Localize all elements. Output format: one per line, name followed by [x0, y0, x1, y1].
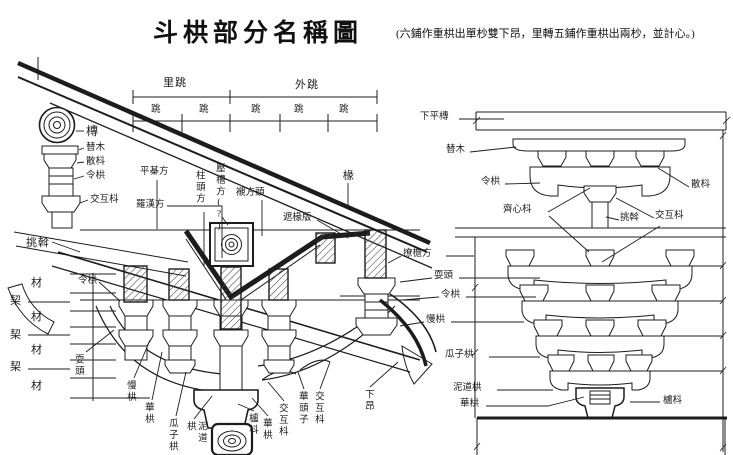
fang-section-square	[209, 222, 254, 267]
label-zhechuanban: 遮椽版	[283, 213, 312, 223]
label-linggong-left-mid: 令栱	[78, 276, 98, 286]
label-timu-left: 替木	[86, 143, 106, 153]
jump-dimension-lines	[132, 90, 378, 132]
leader-lines	[51, 118, 690, 420]
label-mangong-center: 慢栱	[426, 315, 446, 325]
label-liaoyanfang: 撩檐方	[403, 249, 432, 259]
label-jump-3: 跳	[251, 105, 261, 115]
label-tiaowo-right: 挑斡	[620, 213, 640, 223]
label-yacaofang: 壓槽方(?)	[213, 163, 224, 234]
right-dimension-line	[650, 130, 727, 452]
left-section-drawing	[7, 57, 437, 455]
label-chenfangtou: 襯方頭	[236, 188, 265, 198]
label-qixindou: 齊心枓	[503, 205, 532, 215]
label-tiaowo-left: 挑斡	[26, 237, 50, 249]
front-bracket-stack	[505, 249, 695, 419]
label-inner-jump: 里跳	[163, 77, 187, 89]
capital-and-column	[193, 389, 259, 455]
label-purlin: 槫	[86, 124, 100, 138]
label-sandou-right: 散枓	[691, 180, 711, 190]
eave-bracket-column	[355, 277, 437, 367]
label-timu-right: 替木	[446, 145, 466, 155]
middle-band	[455, 227, 726, 418]
label-outer-jump: 外跳	[295, 79, 319, 91]
label-jump-2: 跳	[199, 105, 209, 115]
label-jiaohudou-bottom-2: 交互枓	[312, 391, 323, 426]
label-jiaohudou-right: 交互枓	[655, 211, 684, 221]
label-cai-4: 材	[31, 380, 43, 392]
page-title: 斗栱部分名稱圖	[153, 20, 364, 47]
label-cai-2: 材	[31, 311, 43, 323]
label-ludou-bottom: 櫨枓	[246, 413, 257, 436]
label-qi-2: 栔	[10, 329, 22, 341]
label-chuan: 椽	[343, 170, 355, 182]
bottom-architrave	[473, 416, 727, 455]
label-shuatou-center: 耍頭	[434, 271, 454, 281]
label-jump-4: 跳	[294, 105, 304, 115]
label-jiaohudou-bottom-1: 交互枓	[276, 403, 287, 438]
bracket-tiers	[118, 299, 297, 391]
label-zhutoufang: 柱頭方	[193, 170, 204, 205]
lower-purlin-band	[472, 111, 731, 131]
cai-qi-scale	[28, 273, 150, 401]
label-pingjifang: 平棊方	[140, 167, 169, 177]
label-linggong-right: 令栱	[481, 177, 501, 187]
label-jump-5: 跳	[339, 105, 349, 115]
label-linggong-left-top: 令栱	[86, 171, 106, 181]
label-nidaogong-center: 泥道栱	[453, 383, 482, 393]
hatched-fang-posts	[123, 229, 387, 330]
label-ludou-right: 櫨枓	[663, 396, 683, 406]
label-jump-1: 跳	[151, 105, 161, 115]
label-huatouzi: 華頭子	[296, 391, 307, 426]
label-qi-1: 栔	[10, 295, 22, 307]
label-cai-1: 材	[31, 277, 43, 289]
label-linggong-center: 令栱	[441, 290, 461, 300]
right-elevation-drawing	[455, 111, 731, 455]
label-sandou-left: 散枓	[86, 157, 106, 167]
label-nidaogong-bottom: 泥道栱	[184, 421, 206, 444]
timu-linggong-assembly	[512, 138, 686, 229]
label-mangong-bottom: 慢栱	[124, 380, 135, 403]
label-guazigong-center: 瓜子栱	[445, 350, 474, 360]
label-huagong-bottom-1: 華栱	[142, 402, 153, 425]
label-shuatou-left: 耍頭	[72, 354, 83, 377]
purlin-assembly	[13, 106, 189, 277]
label-xiaang: 下昂	[362, 389, 373, 412]
label-huagong-center: 華栱	[460, 399, 480, 409]
label-qi-3: 栔	[10, 361, 22, 373]
page-subtitle: (六鋪作重栱出單杪雙下昂，里轉五鋪作重栱出兩杪，並計心。)	[396, 28, 695, 40]
label-huagong-bottom-2: 華栱	[260, 418, 271, 441]
label-jiaohudou-left-top: 交互枓	[90, 195, 119, 205]
label-cai-3: 材	[31, 344, 43, 356]
label-luohanfang: 羅漢方	[136, 200, 165, 210]
label-guazigong-bottom: 瓜子栱	[166, 418, 177, 453]
label-xiapingtuan: 下平槫	[420, 112, 449, 122]
